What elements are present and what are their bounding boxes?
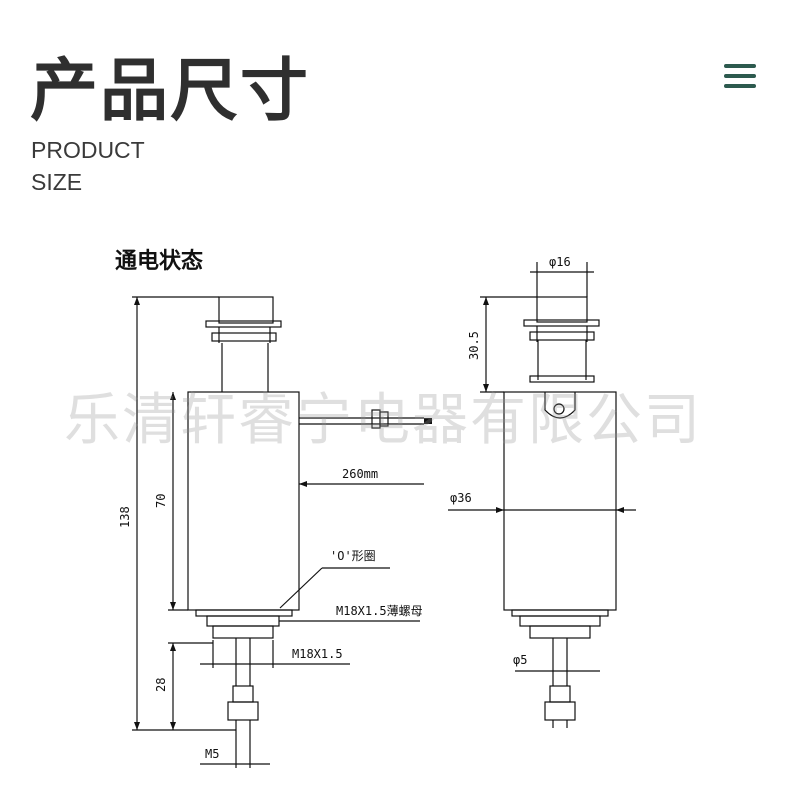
label-d36: φ36 xyxy=(450,491,472,505)
label-d5: φ5 xyxy=(513,653,527,667)
watermark: 乐清轩睿宁电器有限公司 xyxy=(64,388,702,453)
label-d30-5: 30.5 xyxy=(467,331,481,360)
subtitle-line-2: SIZE xyxy=(31,169,83,195)
label-d28: 28 xyxy=(154,678,168,692)
label-o-ring: 'O'形圈 xyxy=(330,549,376,563)
page-subtitle: PRODUCT SIZE xyxy=(31,134,145,198)
label-section: 通电状态 xyxy=(115,248,203,274)
label-d16: φ16 xyxy=(549,255,571,269)
subtitle-line-1: PRODUCT xyxy=(31,137,145,163)
label-m5: M5 xyxy=(205,747,219,761)
label-d138: 138 xyxy=(118,506,132,528)
label-d70: 70 xyxy=(154,494,168,508)
label-thread: M18X1.5 xyxy=(292,647,343,661)
hamburger-menu-icon[interactable] xyxy=(720,60,760,92)
page-title: 产品尺寸 xyxy=(30,52,311,131)
label-d260: 260mm xyxy=(342,467,378,481)
label-thin-nut: M18X1.5薄螺母 xyxy=(336,603,423,618)
